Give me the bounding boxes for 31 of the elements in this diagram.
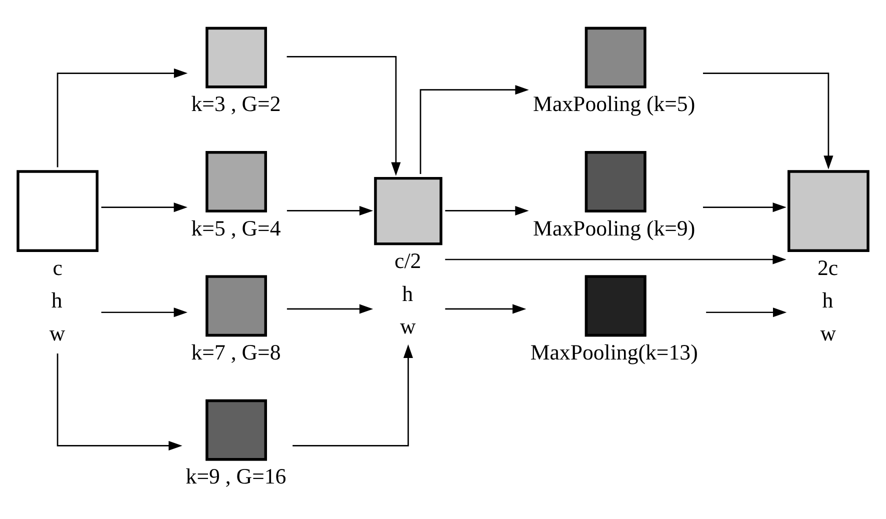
node-label: h bbox=[822, 288, 834, 313]
node-label: k=9 , G=16 bbox=[186, 464, 286, 489]
node-label: k=3 , G=2 bbox=[191, 92, 281, 116]
node-label: h bbox=[402, 282, 413, 306]
arrow bbox=[286, 304, 374, 314]
node-label: w bbox=[400, 314, 416, 339]
node-label: MaxPooling (k=9) bbox=[533, 216, 696, 240]
arrow bbox=[703, 202, 786, 212]
node-label: 2c bbox=[818, 256, 838, 280]
arrow bbox=[292, 344, 413, 446]
node-label: w bbox=[820, 321, 836, 346]
node-label: c bbox=[52, 256, 62, 280]
arrow bbox=[445, 304, 526, 314]
arrow bbox=[420, 85, 529, 174]
node-label: MaxPooling (k=5) bbox=[533, 92, 696, 116]
node-label: c/2 bbox=[394, 249, 422, 274]
arrow bbox=[101, 308, 188, 318]
arrow bbox=[445, 206, 529, 216]
arrow bbox=[706, 308, 787, 318]
arrow bbox=[101, 202, 188, 212]
arrow bbox=[56, 354, 182, 451]
arrow bbox=[286, 206, 374, 216]
arrow bbox=[286, 56, 401, 176]
node-label: k=5 , G=4 bbox=[191, 216, 281, 240]
node-label: w bbox=[49, 321, 66, 346]
arrow bbox=[56, 68, 188, 168]
arrow bbox=[445, 254, 786, 264]
node-label: k=7 , G=8 bbox=[191, 340, 281, 365]
node-label: MaxPooling(k=13) bbox=[530, 340, 698, 365]
arrow bbox=[703, 72, 834, 170]
node-label: h bbox=[51, 288, 62, 313]
